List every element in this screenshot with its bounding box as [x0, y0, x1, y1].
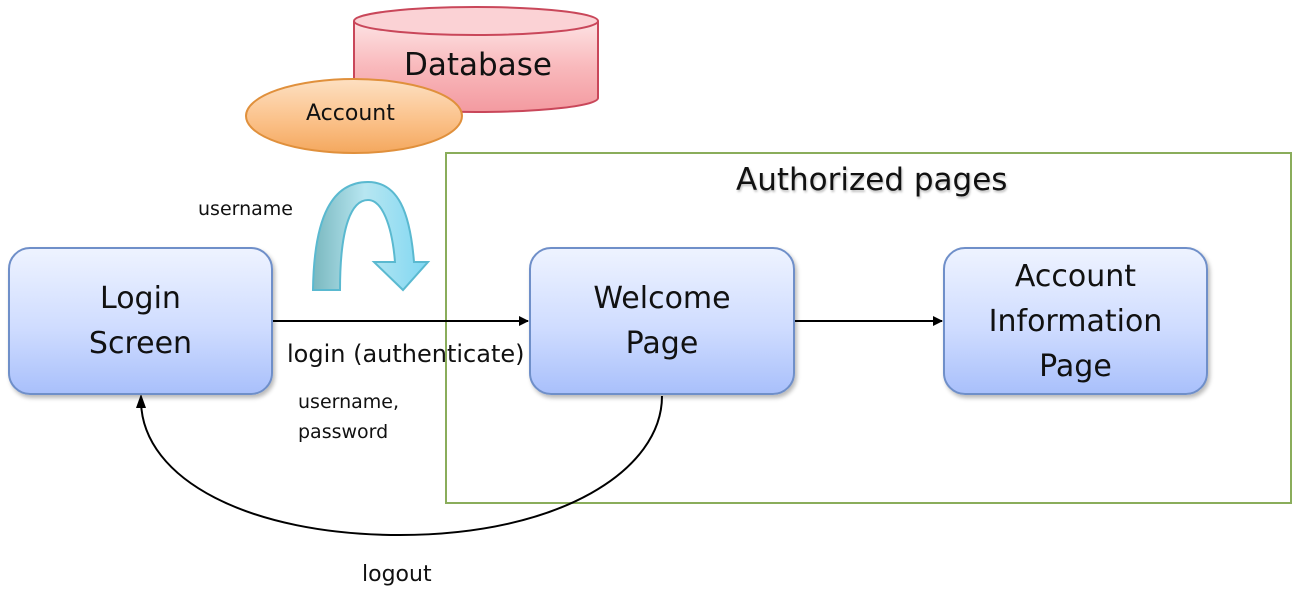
account-information-page-node[interactable]: Account Information Page	[943, 247, 1208, 395]
authorized-pages-title: Authorized pages	[736, 162, 1008, 198]
logout-edge-label: logout	[362, 562, 432, 587]
login-screen-node[interactable]: Login Screen	[8, 247, 273, 395]
username-curved-arrow	[311, 180, 431, 292]
account-store-ellipse	[245, 78, 463, 154]
username-lookup-label: username	[198, 198, 293, 220]
database-label: Database	[404, 47, 552, 83]
login-credentials-label: username, password	[298, 391, 400, 443]
welcome-page-node[interactable]: Welcome Page	[529, 247, 795, 395]
authorized-pages-group-box	[445, 152, 1292, 504]
logout-arrowhead	[136, 394, 146, 408]
account-store-label: Account	[306, 101, 395, 126]
logout-arrow	[140, 395, 663, 537]
login-edge-label: login (authenticate)	[287, 340, 525, 368]
